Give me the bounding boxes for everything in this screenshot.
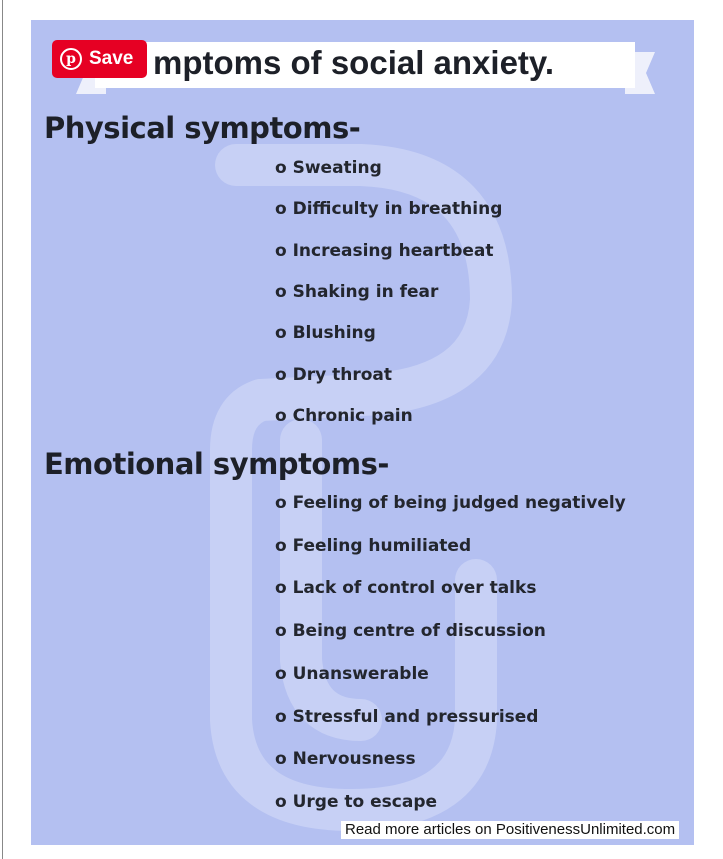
emotional-heading: Emotional symptoms- (44, 447, 389, 481)
pinterest-icon: p (60, 48, 82, 70)
page-title: mptoms of social anxiety. (153, 44, 554, 81)
list-item: o Increasing heartbeat (275, 240, 494, 261)
list-item: o Lack of control over talks (275, 578, 537, 599)
list-item: o Unanswerable (275, 663, 429, 684)
list-item: o Blushing (275, 323, 376, 344)
pinterest-save-button[interactable]: p Save (52, 40, 147, 78)
infographic-panel (31, 20, 694, 845)
list-item: o Chronic pain (275, 405, 413, 426)
list-item: o Sweating (275, 158, 382, 178)
save-label: Save (89, 48, 134, 69)
list-item: o Difficulty in breathing (275, 199, 503, 220)
list-item: o Feeling of being judged negatively (275, 493, 626, 513)
title-ribbon (95, 42, 635, 88)
list-item: o Dry throat (275, 364, 392, 385)
list-item: o Urge to escape (275, 791, 438, 812)
list-item: o Shaking in fear (275, 281, 439, 302)
list-item: o Feeling humiliated (275, 535, 472, 556)
list-item: o Stressful and pressurised (275, 706, 539, 727)
physical-heading: Physical symptoms- (44, 111, 361, 145)
list-item: o Nervousness (275, 749, 416, 770)
footer-link[interactable]: Read more articles on PositivenessUnlimi… (341, 821, 680, 839)
watermark-logo-icon (210, 144, 513, 832)
page-edge (2, 0, 3, 859)
list-item: o Being centre of discussion (275, 621, 546, 642)
